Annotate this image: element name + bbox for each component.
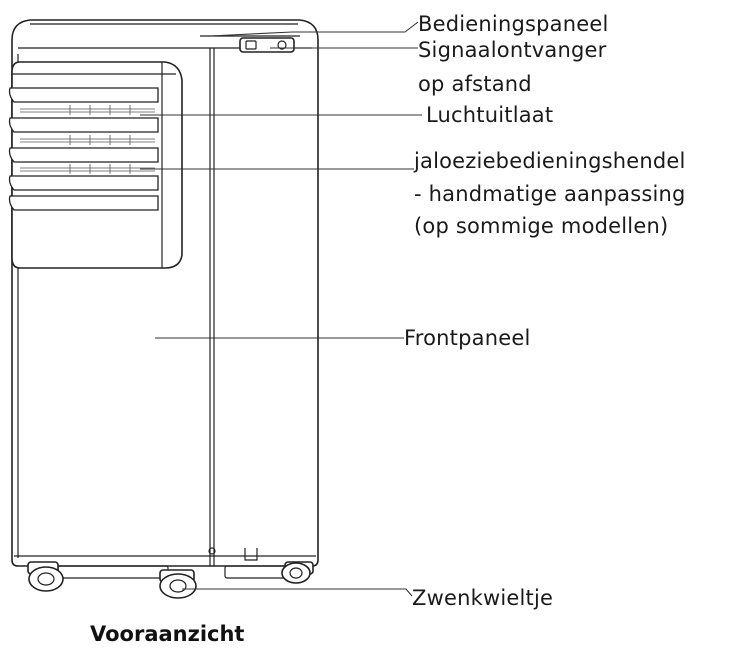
- leader-caster: [182, 588, 413, 597]
- label-air-outlet: Luchtuitlaat: [426, 103, 554, 127]
- label-louver-lever-line3: (op sommige modellen): [414, 214, 669, 238]
- caster-front-center: [159, 569, 197, 599]
- label-remote-receiver-line2: op afstand: [418, 72, 532, 96]
- label-remote-receiver-line1: Signaalontvanger: [418, 38, 607, 62]
- air-outlet-frame: [11, 61, 183, 269]
- leader-lines: [140, 21, 422, 597]
- louver-slats: [8, 87, 159, 211]
- remote-receiver-shape: [239, 37, 295, 53]
- label-front-panel: Frontpaneel: [404, 326, 531, 350]
- caster-front-left: [27, 561, 64, 592]
- label-caster: Zwenkwieltje: [412, 586, 554, 610]
- caption-front-view: Vooraanzicht: [90, 622, 245, 646]
- caster-back-right: [281, 561, 314, 584]
- caster-wheels: [27, 561, 314, 599]
- label-louver-lever-line2: - handmatige aanpassing: [414, 182, 686, 206]
- label-control-panel: Bedieningspaneel: [418, 12, 609, 36]
- label-louver-lever-line1: jaloeziebedieningshendel: [414, 149, 686, 173]
- leader-control-panel: [209, 21, 419, 37]
